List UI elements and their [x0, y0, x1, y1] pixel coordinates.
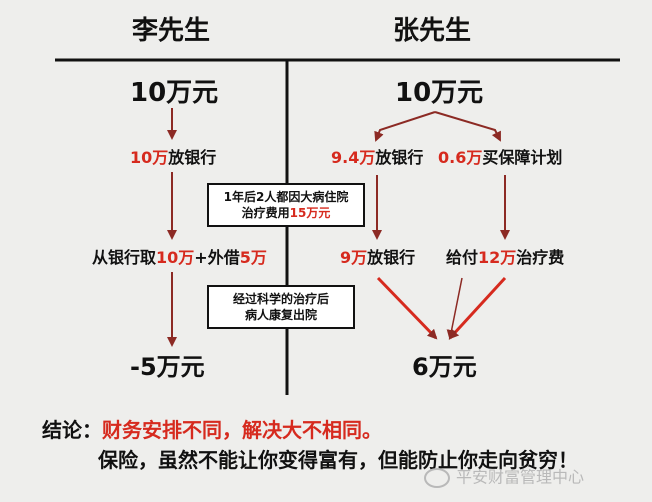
left-withdraw-a: 从银行取: [92, 248, 157, 267]
right-pay-b: 12万: [478, 248, 517, 267]
event-box-cost: 15万元: [289, 206, 331, 220]
right-bank-text: 放银行: [375, 148, 424, 167]
amount-left: 10万元: [130, 78, 219, 108]
event-box-hospital-line2: 治疗费用15万元: [241, 206, 331, 220]
right-pay-c: 治疗费: [516, 248, 565, 267]
arrow-split-right: [434, 111, 501, 142]
right-bank2-num: 9万: [340, 248, 368, 267]
right-step-payout: 给付12万治疗费: [446, 250, 564, 266]
left-step-withdraw: 从银行取10万+外借5万: [92, 250, 267, 266]
right-pay-a: 给付: [446, 248, 479, 267]
watermark-text: 平安财富管理中心: [456, 467, 585, 487]
heading-left: 李先生: [132, 16, 211, 46]
conclusion-label: 结论：: [42, 418, 102, 442]
conclusion-line1: 结论：财务安排不同，解决大不相同。: [42, 420, 382, 440]
right-ins-num: 0.6万: [438, 148, 483, 167]
left-withdraw-d: 5万: [239, 248, 267, 267]
arrow-split-left: [374, 111, 436, 142]
event-box-recovery: 经过科学的治疗后 病人康复出院: [207, 285, 355, 329]
right-bank-num: 9.4万: [331, 148, 376, 167]
event-box-recovery-line1: 经过科学的治疗后: [232, 292, 329, 306]
conclusion-text2: 保险，虽然不能让你变得富有，但能防止你走向贫穷！: [98, 448, 578, 472]
conclusion-text1: 财务安排不同，解决大不相同。: [102, 418, 382, 442]
right-ins-text: 买保障计划: [482, 148, 563, 167]
left-step-bank-text: 放银行: [168, 148, 217, 167]
arrow-merge-right: [448, 276, 507, 340]
event-box-hospital-line1: 1年后2人都因大病住院: [223, 190, 349, 204]
heading-right: 张先生: [393, 16, 472, 46]
left-withdraw-c: +外借: [194, 248, 240, 267]
chat-bubble-icon: [424, 468, 450, 488]
event-box-recovery-line2: 病人康复出院: [244, 308, 317, 322]
left-step-bank: 10万放银行: [130, 150, 216, 166]
result-left: -5万元: [130, 353, 205, 381]
watermark: 平安财富管理中心: [424, 468, 584, 488]
right-step-insurance: 0.6万买保障计划: [438, 150, 562, 166]
left-step-bank-num: 10万: [130, 148, 169, 167]
right-bank2-text: 放银行: [367, 248, 416, 267]
right-step-bank2: 9万放银行: [340, 250, 415, 266]
arrow-merge-left: [376, 276, 438, 340]
right-step-bank: 9.4万放银行: [331, 150, 423, 166]
event-box-hospital: 1年后2人都因大病住院 治疗费用15万元: [207, 183, 365, 227]
left-withdraw-b: 10万: [156, 248, 195, 267]
result-right: 6万元: [412, 353, 477, 381]
amount-right: 10万元: [395, 78, 484, 108]
arrow-merge-thin: [446, 277, 463, 340]
